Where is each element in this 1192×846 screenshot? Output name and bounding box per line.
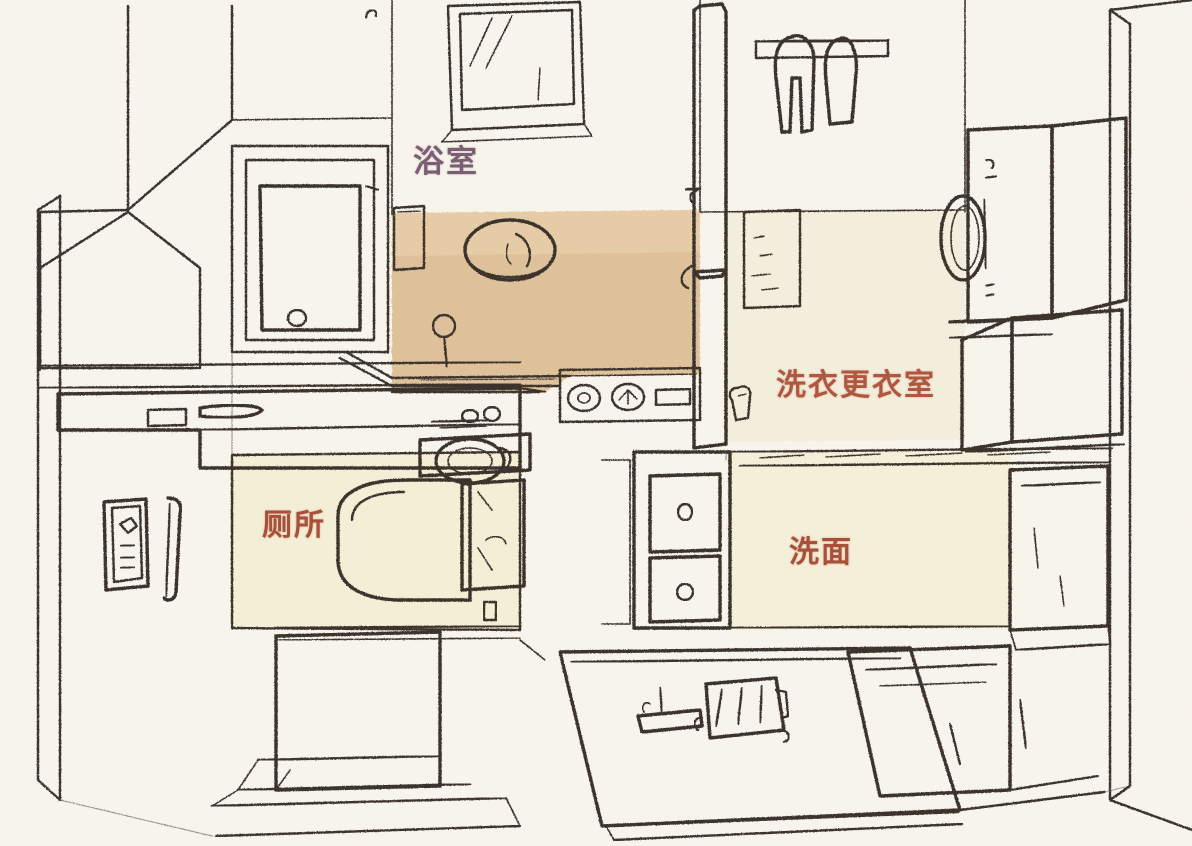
rail-bar bbox=[754, 38, 890, 44]
laundry-floor-tint bbox=[726, 210, 965, 442]
washbasin-floor-tint bbox=[728, 452, 1010, 630]
room-label-toilet: 厕所 bbox=[262, 508, 326, 543]
room-label-washbasin: 洗面 bbox=[789, 535, 853, 570]
room-label-bathroom: 浴室 bbox=[413, 144, 479, 180]
room-label-laundry-changing: 洗衣更衣室 bbox=[776, 368, 936, 403]
